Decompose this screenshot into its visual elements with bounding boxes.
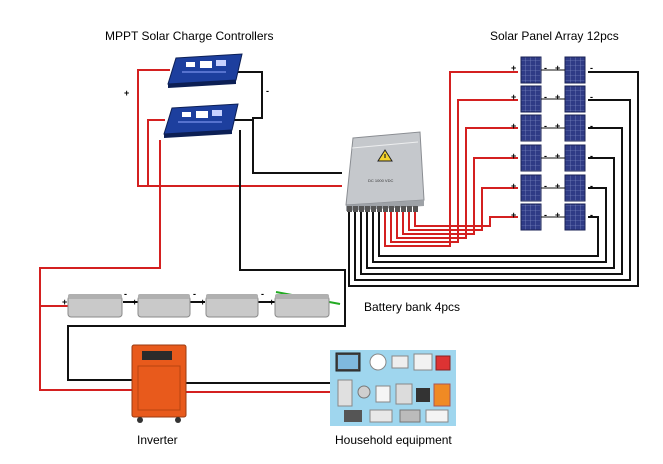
array-negative-wires <box>348 71 639 287</box>
controller2-positive-wire <box>147 119 165 186</box>
charge-controller-1 <box>167 53 243 88</box>
panel-plus-sign: + <box>555 63 561 73</box>
battery-bank <box>67 294 330 318</box>
inverter-label: Inverter <box>137 433 178 447</box>
panel-plus-sign: + <box>555 151 561 161</box>
combiner-box: DC 1000 VDC <box>345 131 425 212</box>
battery-wiring <box>39 130 346 391</box>
solar-panel <box>520 144 542 172</box>
panel-minus-sign: - <box>544 210 547 220</box>
panel-plus-sign: + <box>555 121 561 131</box>
battery-minus-sign: - <box>124 289 127 299</box>
panel-minus-sign: - <box>544 63 547 73</box>
warning-triangle-icon <box>377 149 393 162</box>
controller-negative-wire <box>238 71 342 174</box>
panel-plus-sign: + <box>511 92 517 102</box>
solar-panel-array <box>520 56 586 231</box>
panel-plus-sign: + <box>511 181 517 191</box>
panel-minus-sign: - <box>544 121 547 131</box>
battery <box>205 294 259 318</box>
battery-plus-sign: + <box>200 297 206 307</box>
panel-minus-sign: - <box>544 151 547 161</box>
panel-plus-sign: + <box>555 181 561 191</box>
array-wiring <box>348 71 639 287</box>
panel-plus-sign: + <box>511 151 517 161</box>
panel-minus-sign: - <box>590 151 593 161</box>
panel-plus-sign: + <box>511 63 517 73</box>
battery <box>137 294 191 318</box>
battery-minus-sign: - <box>261 289 264 299</box>
battery-plus-sign: + <box>62 297 68 307</box>
panel-plus-sign: + <box>511 210 517 220</box>
battery-minus-sign: - <box>193 289 196 299</box>
solar-panel <box>564 114 586 142</box>
charge-controller-2 <box>163 103 239 138</box>
battery-plus-sign: + <box>132 297 138 307</box>
battery-bank-label: Battery bank 4pcs <box>364 300 461 314</box>
battery-plus-sign: + <box>269 297 275 307</box>
panel-plus-sign: + <box>555 210 561 220</box>
panel-minus-sign: - <box>590 181 593 191</box>
solar-panel <box>520 85 542 113</box>
solar-panel <box>564 85 586 113</box>
solar-panel <box>520 56 542 84</box>
inverter-unit <box>131 344 187 423</box>
array-positive-wires <box>384 71 518 247</box>
solar-panel <box>520 203 542 231</box>
battery <box>274 294 330 318</box>
solar-panel <box>520 114 542 142</box>
panel-plus-sign: + <box>555 92 561 102</box>
solar-panel <box>564 144 586 172</box>
controller-plus-sign: + <box>124 88 130 98</box>
panel-minus-sign: - <box>590 63 593 73</box>
battery-positive-wire <box>39 140 161 391</box>
solar-panel <box>564 56 586 84</box>
panel-minus-sign: - <box>590 210 593 220</box>
panel-minus-sign: - <box>544 181 547 191</box>
battery <box>67 294 123 318</box>
household-equipment-image <box>330 350 456 426</box>
battery-negative-wire <box>67 130 346 381</box>
panel-minus-sign: - <box>590 121 593 131</box>
controller-minus-sign: - <box>266 86 269 96</box>
solar-panel <box>520 174 542 202</box>
ac-output-wiring <box>186 382 330 393</box>
household-label: Household equipment <box>335 433 452 447</box>
controllers-label: MPPT Solar Charge Controllers <box>105 29 274 43</box>
panel-minus-sign: - <box>590 92 593 102</box>
solar-array-label: Solar Panel Array 12pcs <box>490 29 619 43</box>
solar-panel <box>564 174 586 202</box>
solar-panel <box>564 203 586 231</box>
panel-minus-sign: - <box>544 92 547 102</box>
combiner-box-text: DC 1000 VDC <box>368 178 393 183</box>
panel-plus-sign: + <box>511 121 517 131</box>
